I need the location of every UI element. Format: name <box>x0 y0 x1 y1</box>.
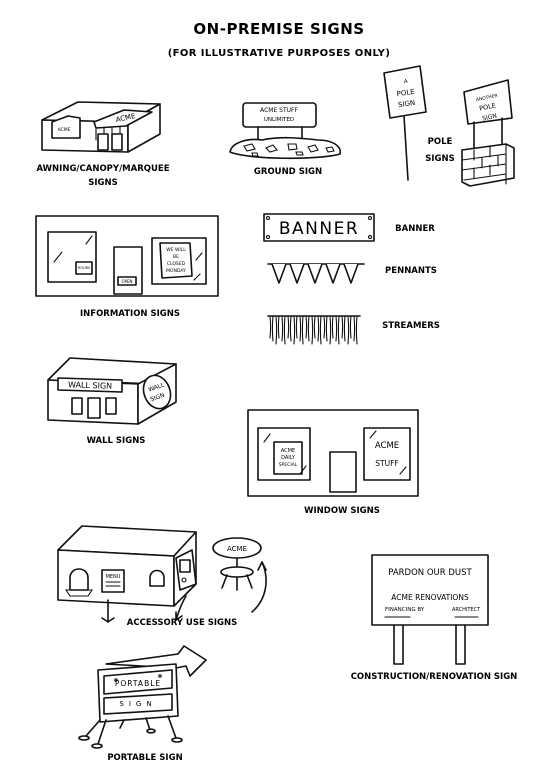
pole-sign-2-line2: POLE <box>479 101 497 112</box>
pole-sign-2-line1: ANOTHER <box>475 93 498 103</box>
awning-small-sign-text: ACME <box>58 127 71 133</box>
pole-sign-1-line1: A <box>404 79 409 85</box>
ground-sign-line1: ACME STUFF <box>260 107 298 114</box>
construction-architect: ARCHITECT <box>452 607 481 613</box>
awning-sign-illustration: ACME ACME <box>41 101 161 153</box>
info-notice-line1: WE WILL <box>166 247 186 253</box>
ground-sign-caption: GROUND SIGN <box>254 167 322 177</box>
banner-caption: BANNER <box>395 224 435 234</box>
ground-sign-line2: UNLIMITED <box>264 117 294 123</box>
info-open-sign: OPEN <box>121 279 132 284</box>
awning-sign-text: ACME <box>115 112 136 124</box>
streamers-caption: STREAMERS <box>382 321 440 331</box>
window-signs-caption: WINDOW SIGNS <box>304 506 380 516</box>
accessory-menu-text: MENU <box>106 574 121 580</box>
info-notice-line4: MONDAY <box>166 268 186 274</box>
construction-line2: ACME RENOVATIONS <box>391 593 469 602</box>
construction-financing: FINANCING BY <box>385 607 425 613</box>
banner-word: BANNER <box>279 219 359 239</box>
wall-signs-caption: WALL SIGNS <box>87 436 146 446</box>
pole-caption-line2: SIGNS <box>425 154 455 164</box>
pole-sign-1-line2: POLE <box>396 88 415 98</box>
window-right-line1: ACME <box>375 441 399 451</box>
construction-caption: CONSTRUCTION/RENOVATION SIGN <box>351 672 518 682</box>
information-caption: INFORMATION SIGNS <box>80 309 180 319</box>
window-sign-illustration: ACME DAILY SPECIAL ACME STUFF <box>247 409 419 497</box>
portable-sign-illustration: PORTABLE SIGN <box>78 645 207 749</box>
banner-illustration: BANNER <box>263 213 375 242</box>
accessory-caption: ACCESSORY USE SIGNS <box>127 618 237 628</box>
pole-sign-2-line3: SIGN <box>482 113 498 123</box>
window-left-line2: DAILY <box>281 455 296 461</box>
portable-line2: SIGN <box>119 700 156 708</box>
information-sign-illustration: HOURS OPEN WE WILL BE CLOSED MONDAY <box>35 215 219 297</box>
window-left-line1: ACME <box>281 448 295 454</box>
umbrella-sign-text: ACME <box>227 545 247 553</box>
page-subtitle: (FOR ILLUSTRATIVE PURPOSES ONLY) <box>168 48 391 59</box>
window-right-line2: STUFF <box>375 459 398 468</box>
accessory-sign-illustration: MENU ACME <box>57 525 267 623</box>
info-notice-line3: CLOSED <box>167 261 186 267</box>
window-left-line3: SPECIAL <box>279 462 298 468</box>
streamers-illustration <box>267 315 361 345</box>
info-notice-line2: BE <box>173 254 179 260</box>
page-title: ON-PREMISE SIGNS <box>193 20 364 38</box>
pole-caption-line1: POLE <box>428 137 453 147</box>
info-hours-text: HOURS <box>78 266 91 270</box>
awning-caption-line2: SIGNS <box>88 178 118 188</box>
wall-round-line2: SIGN <box>149 392 165 404</box>
pennants-caption: PENNANTS <box>385 266 437 276</box>
pole-sign-illustration: A POLE SIGN ANOTHER POLE SIGN <box>383 65 515 187</box>
awning-caption-line1: AWNING/CANOPY/MARQUEE <box>36 164 169 174</box>
wall-sign-illustration: WALL SIGN WALL SIGN <box>47 357 177 425</box>
construction-line1: PARDON OUR DUST <box>388 568 472 578</box>
ground-sign-illustration: ACME STUFF UNLIMITED <box>229 102 342 160</box>
wall-sign-text: WALL SIGN <box>68 380 112 391</box>
pole-sign-1-line3: SIGN <box>398 99 416 109</box>
portable-line1: PORTABLE <box>115 679 161 688</box>
construction-sign-illustration: PARDON OUR DUST ACME RENOVATIONS FINANCI… <box>371 554 489 665</box>
pennants-illustration <box>267 263 365 284</box>
portable-caption: PORTABLE SIGN <box>107 753 182 763</box>
